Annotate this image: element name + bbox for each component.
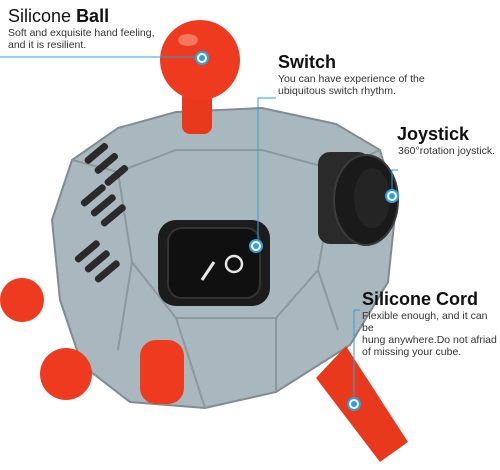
left-grooves (74, 142, 129, 283)
label-desc-2: and it is resilient. (8, 39, 87, 51)
switch-line-mark (200, 261, 216, 281)
callouts (0, 51, 399, 411)
title-part-1: Silicone (8, 6, 72, 26)
title-part-2: Ball (76, 6, 110, 26)
joystick-cap (354, 168, 390, 228)
label-desc-2: ubiquitous switch rhythm. (278, 85, 396, 97)
cube-edge (131, 261, 319, 319)
bottom-red-button (140, 340, 184, 404)
label-desc-2: hung anywhere.Do not afriad (362, 334, 497, 346)
label-desc-1: 360°rotation joystick. (398, 145, 495, 157)
label-desc-1: Soft and exquisite hand feeling, (8, 27, 155, 39)
label-silicone-ball: Silicone Ball Soft and exquisite hand fe… (8, 6, 198, 51)
label-title: Silicone Ball (8, 6, 198, 27)
left-ball-top (0, 278, 44, 322)
label-desc-3: of missing your cube. (362, 346, 462, 358)
label-desc-1: Flexible enough, and it can be (362, 310, 488, 334)
label-joystick: Joystick 360°rotation joystick. (397, 124, 498, 157)
label-title: Silicone Cord (362, 289, 479, 309)
label-desc-1: You can have experience of the (278, 73, 425, 85)
ball-stem (182, 90, 212, 134)
label-title: Joystick (397, 124, 470, 144)
ball-highlight (178, 34, 198, 46)
silicone-cord (316, 346, 408, 462)
switch-circle-mark (224, 254, 244, 274)
label-switch: Switch You can have experience of the ub… (278, 52, 448, 97)
label-silicone-cord: Silicone Cord Flexible enough, and it ca… (362, 289, 498, 358)
label-title: Switch (278, 52, 337, 72)
left-ball-bottom (40, 348, 92, 400)
cube-edge (175, 317, 206, 409)
